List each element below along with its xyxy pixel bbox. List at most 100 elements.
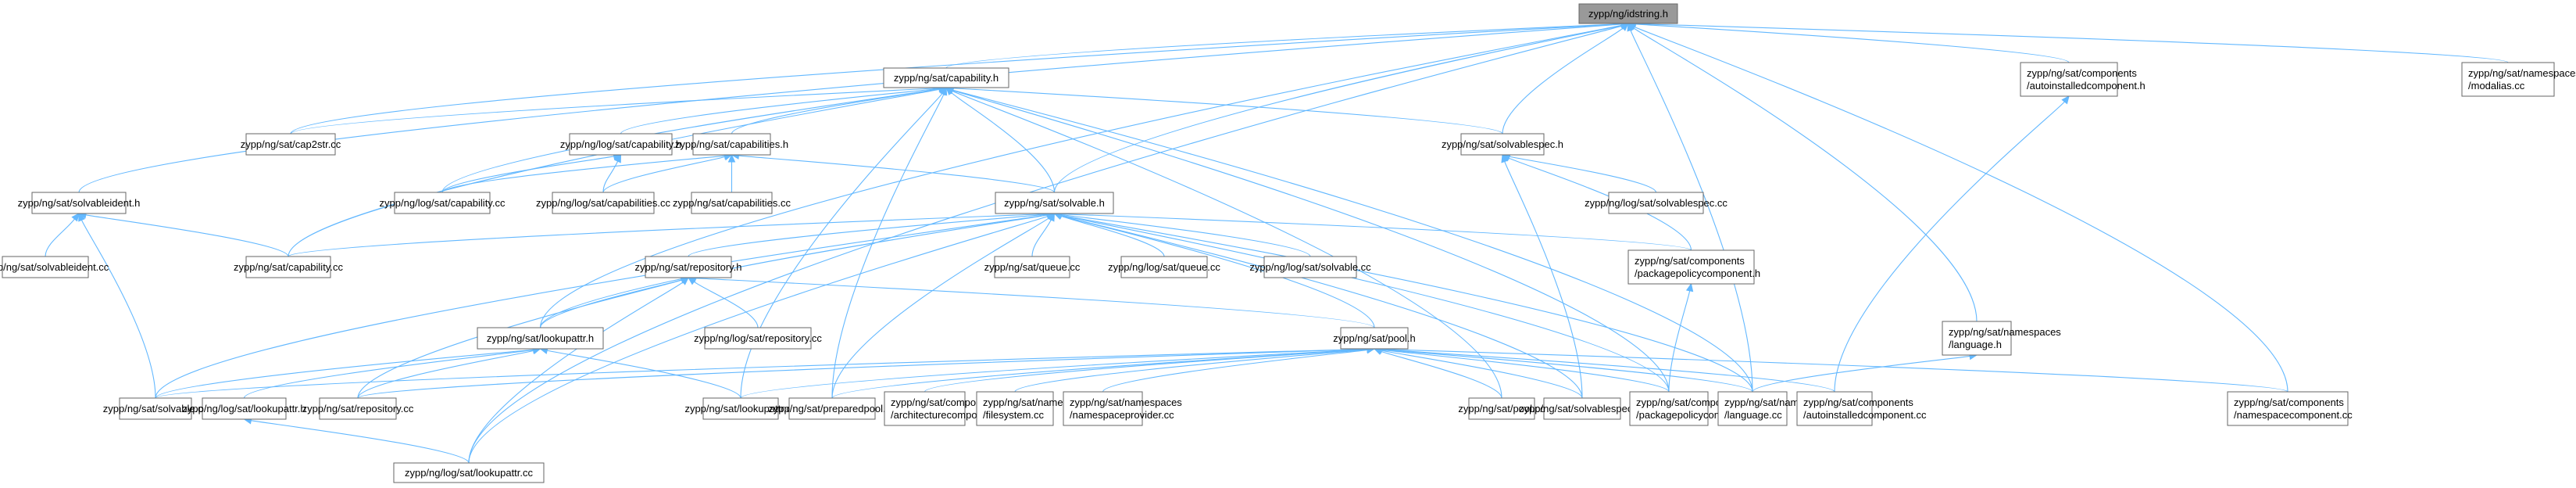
dependency-edge (45, 218, 75, 257)
graph-node-repository-h[interactable]: zypp/ng/sat/repository.h (634, 256, 742, 278)
node-label: /autoinstalledcomponent.h (2027, 80, 2145, 92)
graph-node-queue-cc[interactable]: zypp/ng/sat/queue.cc (984, 256, 1081, 278)
graph-node-solvableident-cc[interactable]: zypp/ng/sat/solvableident.cc (0, 256, 109, 278)
dependency-edge (1381, 348, 2288, 393)
dependency-edge (441, 88, 940, 193)
dependency-edge (288, 88, 940, 257)
graph-node-lookupattr-cc[interactable]: zypp/ng/sat/lookupattr.cc (684, 397, 797, 420)
dependency-edge (740, 349, 1368, 399)
dependency-edge (1014, 349, 1368, 393)
node-label: zypp/ng/sat/solvablespec.cc (1519, 403, 1645, 414)
node-label: zypp/ng/sat/components (1803, 396, 1913, 408)
node-box (245, 256, 331, 278)
graph-node-capabilities-h[interactable]: zypp/ng/sat/capabilities.h (675, 133, 788, 156)
dependency-edge (1834, 101, 2065, 393)
node-box (995, 192, 1114, 214)
graph-node-preparedpool-cc[interactable]: zypp/ng/sat/preparedpool.cc (768, 397, 896, 420)
node-label: zypp/ng/log/sat/solvable.cc (1249, 261, 1371, 273)
node-label: /filesystem.cc (983, 409, 1045, 421)
node-box (1120, 256, 1208, 278)
node-label: zypp/ng/sat/capabilities.cc (673, 197, 791, 209)
graph-node-log-solvable-cc[interactable]: zypp/ng/log/sat/solvable.cc (1249, 256, 1371, 278)
dependency-edge (1381, 350, 1502, 399)
dependency-edge (831, 217, 1049, 399)
graph-node-language-h[interactable]: zypp/ng/sat/namespaces/language.h (1942, 321, 2061, 356)
dependency-edge (1509, 156, 1657, 193)
node-box (477, 327, 604, 350)
edge-arrowhead (1627, 22, 1635, 32)
node-label: zypp/ng/sat/pool.h (1333, 332, 1416, 344)
graph-node-solvablespec-h[interactable]: zypp/ng/sat/solvablespec.h (1442, 133, 1563, 156)
graph-node-capability-h[interactable]: zypp/ng/sat/capability.h (883, 67, 1009, 88)
node-label: zypp/ng/sat/namespaces (2468, 67, 2576, 79)
graph-node-capability-cc[interactable]: zypp/ng/sat/capability.cc (234, 256, 343, 278)
dependency-edge (441, 155, 725, 193)
graph-node-packagepolicycomponent-h[interactable]: zypp/ng/sat/components/packagepolicycomp… (1627, 249, 1760, 285)
node-label: /namespacecomponent.cc (2234, 409, 2353, 421)
graph-node-namespaceprovider-cc[interactable]: zypp/ng/sat/namespaces/namespaceprovider… (1063, 391, 1182, 426)
node-box (1468, 397, 1535, 420)
node-label: /language.cc (1724, 409, 1782, 421)
node-box (1063, 391, 1143, 426)
dependency-edge (1635, 23, 2509, 63)
graph-node-autoinstalledcomponent-h[interactable]: zypp/ng/sat/components/autoinstalledcomp… (2020, 62, 2145, 97)
dependency-edge (738, 155, 1056, 193)
graph-node-log-lookupattr-h[interactable]: zypp/ng/log/sat/lookupattr.h (182, 397, 306, 420)
dependency-edge (357, 348, 1368, 399)
graph-node-repository-cc[interactable]: zypp/ng/sat/repository.cc (302, 397, 414, 420)
graph-node-log-lookupattr-cc[interactable]: zypp/ng/log/sat/lookupattr.cc (393, 462, 545, 483)
graph-node-idstring-h[interactable]: zypp/ng/idstring.h (1578, 3, 1678, 24)
node-label: zypp/ng/sat/solvable.h (1004, 197, 1105, 209)
dependency-edge (357, 350, 534, 399)
dependency-edge (1630, 30, 1753, 393)
node-layer: zypp/ng/idstring.h zypp/ng/sat/capability… (0, 3, 2576, 483)
graph-node-namespacecomponent-cc[interactable]: zypp/ng/sat/components/namespacecomponen… (2227, 391, 2353, 426)
dependency-edge (1061, 213, 1692, 251)
node-label: zypp/ng/sat/lookupattr.cc (684, 403, 797, 414)
edge-arrowhead (680, 277, 689, 285)
graph-node-log-repository-cc[interactable]: zypp/ng/log/sat/repository.cc (694, 327, 822, 350)
dependency-edge (740, 93, 943, 399)
node-label: zypp/ng/log/sat/capabilities.cc (536, 197, 670, 209)
graph-node-log-solvablespec-cc[interactable]: zypp/ng/log/sat/solvablespec.cc (1585, 192, 1727, 214)
node-box (552, 192, 655, 214)
dependency-edge (539, 24, 1622, 328)
node-label: zypp/ng/log/sat/lookupattr.cc (405, 467, 534, 479)
node-box (393, 462, 545, 483)
node-label: zypp/ng/sat/solvableident.cc (0, 261, 109, 273)
graph-node-log-capabilities-cc[interactable]: zypp/ng/log/sat/capabilities.cc (536, 192, 670, 214)
node-box (2461, 62, 2555, 97)
graph-node-log-queue-cc[interactable]: zypp/ng/log/sat/queue.cc (1108, 256, 1220, 278)
dependency-edge (288, 213, 1048, 257)
graph-node-log-capability-cc[interactable]: zypp/ng/log/sat/capability.cc (380, 192, 506, 214)
graph-node-modalias-cc[interactable]: zypp/ng/sat/namespaces/modalias.cc (2461, 62, 2576, 97)
node-label: zypp/ng/sat/queue.cc (984, 261, 1081, 273)
dependency-edge (951, 92, 1056, 193)
graph-node-log-capability-h[interactable]: zypp/ng/log/sat/capability.h (560, 133, 681, 156)
dependency-edge (539, 214, 1048, 328)
graph-node-solvableident-h[interactable]: zypp/ng/sat/solvableident.h (18, 192, 141, 214)
graph-node-solvable-cc[interactable]: zypp/ng/sat/solvable.cc (103, 397, 209, 420)
dependency-edge (80, 220, 156, 399)
dependency-edge (1060, 215, 1583, 399)
graph-node-filesystem-cc[interactable]: zypp/ng/sat/namespaces/filesystem.cc (976, 391, 1095, 426)
node-label: zypp/ng/sat/solvableident.h (18, 197, 141, 209)
graph-node-cap2str-cc[interactable]: zypp/ng/sat/cap2str.cc (241, 133, 341, 156)
graph-node-pool-h[interactable]: zypp/ng/sat/pool.h (1333, 327, 1416, 350)
node-box (884, 391, 966, 426)
graph-node-solvable-h[interactable]: zypp/ng/sat/solvable.h (995, 192, 1114, 214)
node-label: zypp/ng/sat/namespaces (1070, 396, 1182, 408)
node-box (1340, 327, 1409, 350)
graph-node-capabilities-cc[interactable]: zypp/ng/sat/capabilities.cc (673, 192, 791, 214)
dependency-edge (688, 214, 1048, 257)
dependency-edge (1502, 27, 1624, 135)
graph-node-lookupattr-h[interactable]: zypp/ng/sat/lookupattr.h (477, 327, 604, 350)
node-box (319, 397, 397, 420)
dependency-edge (85, 214, 289, 257)
graph-node-autoinstalledcomponent-cc[interactable]: zypp/ng/sat/components/autoinstalledcomp… (1796, 391, 1927, 426)
graph-node-pool-cc[interactable]: zypp/ng/sat/pool.cc (1458, 397, 1545, 420)
dependency-edge (1381, 350, 1583, 399)
dependency-edge (155, 348, 1368, 399)
dependency-edge (831, 94, 945, 399)
graph-node-solvablespec-cc[interactable]: zypp/ng/sat/solvablespec.cc (1519, 397, 1645, 420)
